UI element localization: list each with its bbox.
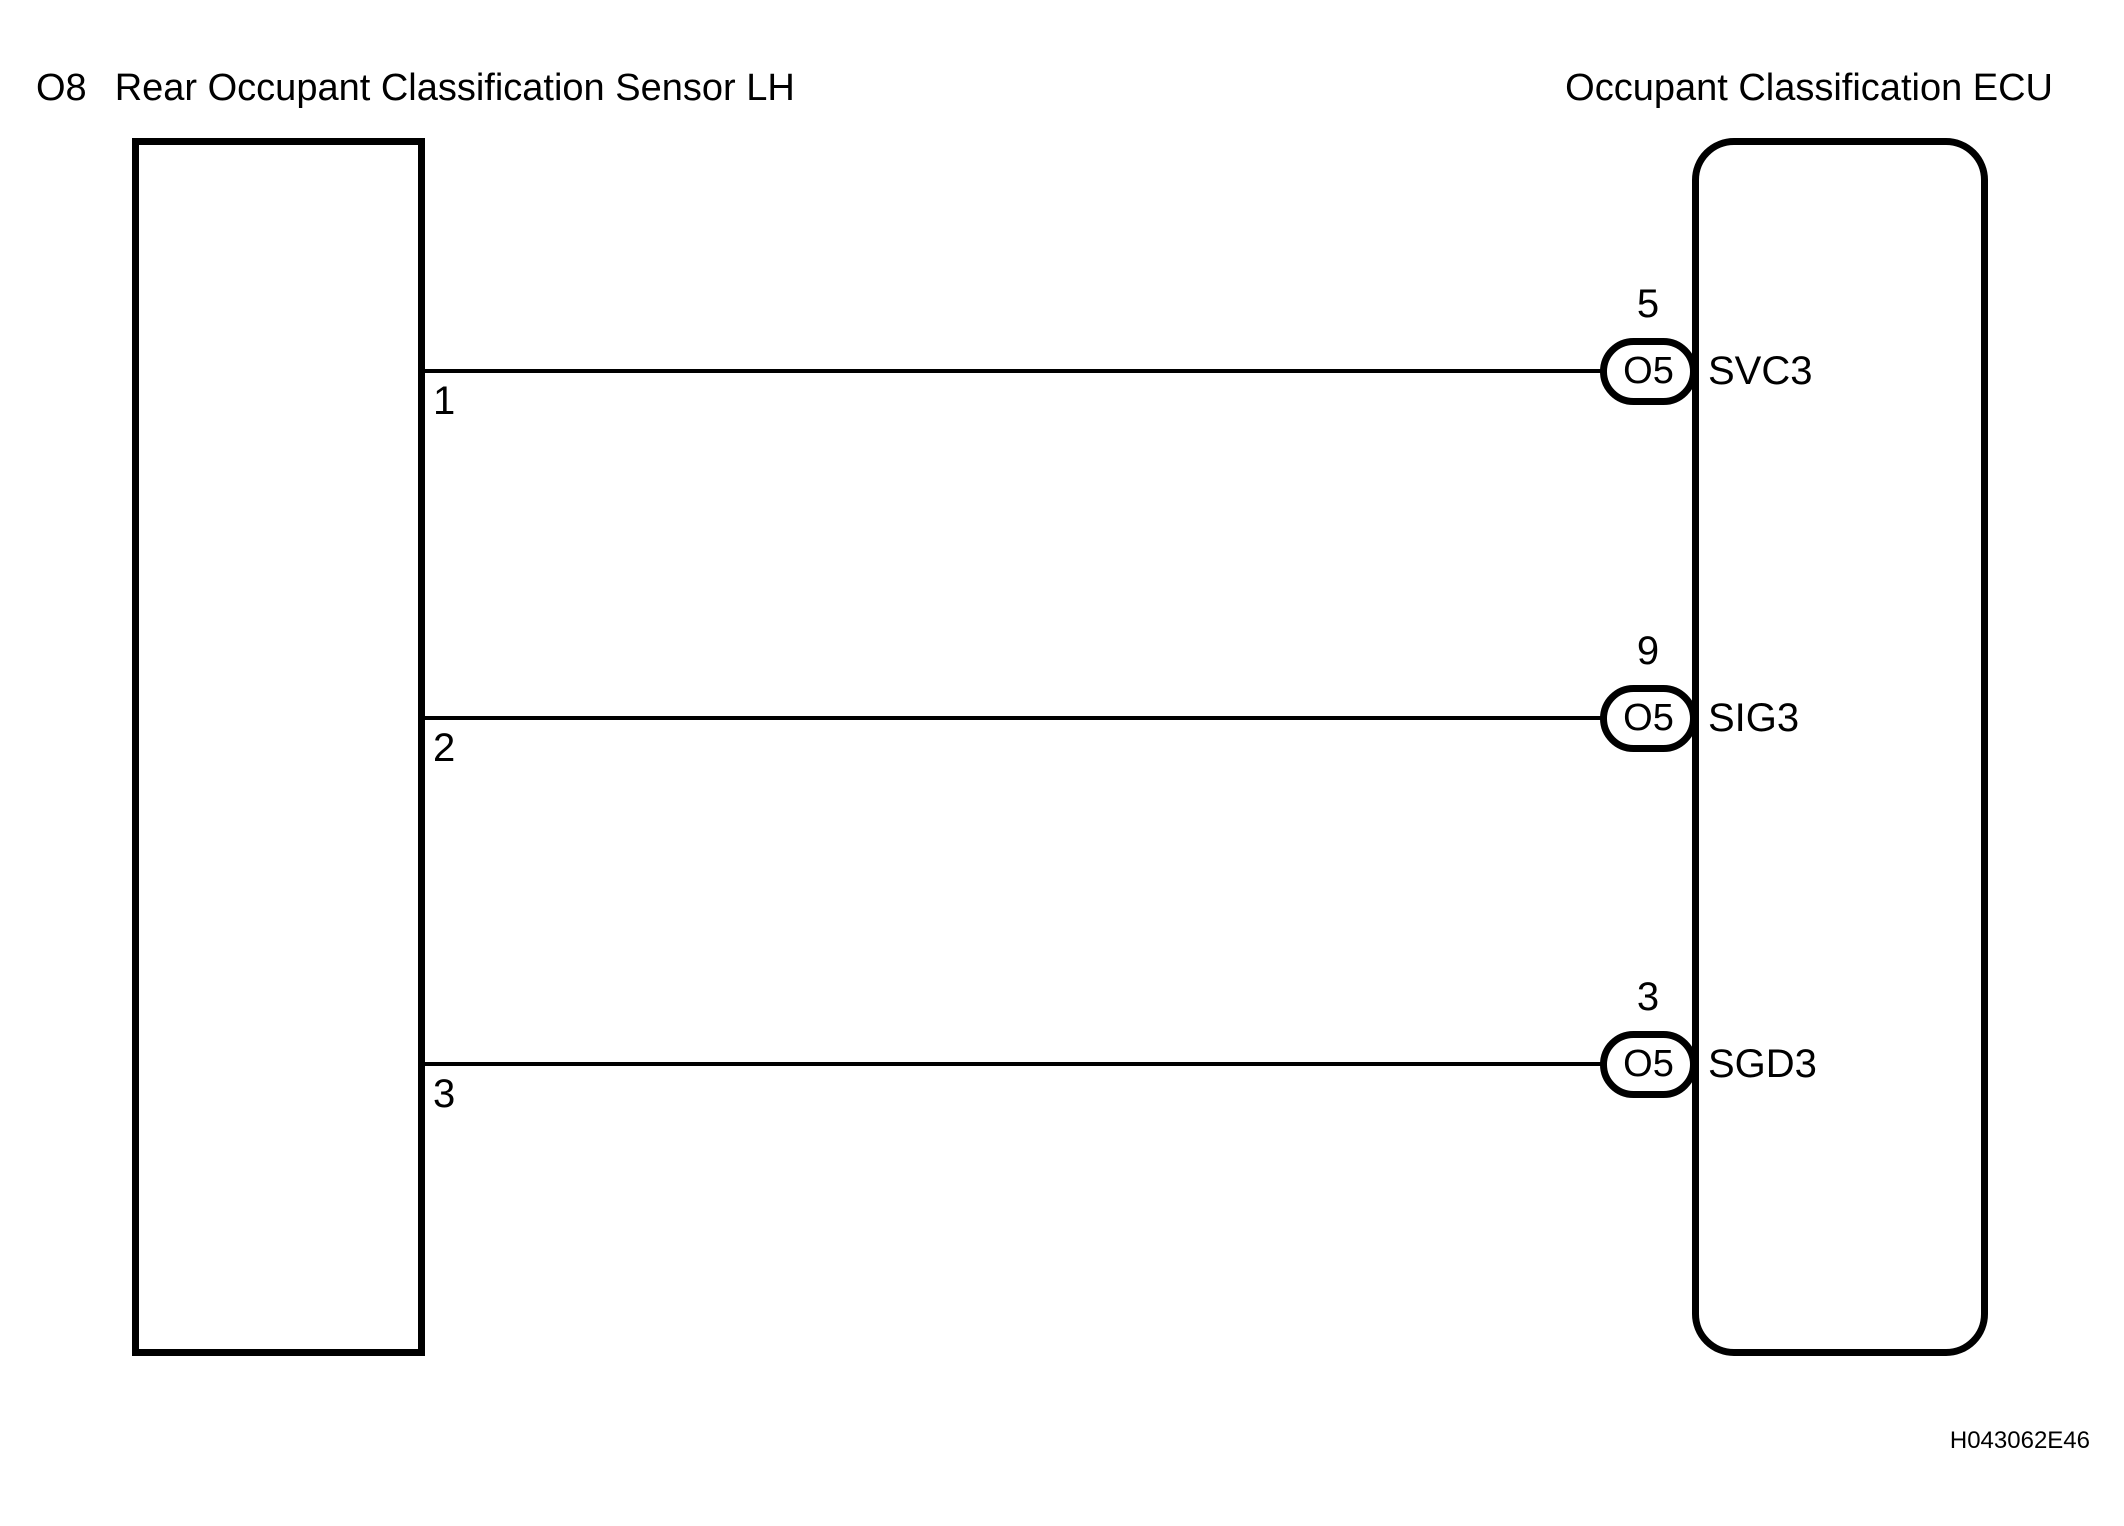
wire — [425, 369, 1606, 373]
wire — [425, 716, 1606, 720]
signal-label: SGD3 — [1708, 1042, 1817, 1086]
sensor-box — [132, 138, 425, 1356]
left-component-name: Rear Occupant Classification Sensor LH — [114, 67, 795, 109]
ecu-pin-number: 3 — [1636, 975, 1660, 1019]
ecu-pin-number: 9 — [1636, 629, 1660, 673]
signal-label: SVC3 — [1708, 349, 1813, 393]
connector-oval: O5 — [1600, 1031, 1697, 1098]
ecu-pin-number: 5 — [1636, 282, 1660, 326]
sensor-pin-number: 3 — [433, 1072, 456, 1116]
sensor-pin-number: 2 — [433, 726, 456, 770]
ecu-box — [1692, 138, 1988, 1356]
signal-label: SIG3 — [1708, 696, 1800, 740]
diagram-code: H043062E46 — [1949, 1427, 2090, 1454]
connector-oval: O5 — [1600, 338, 1697, 405]
left-component-title: O8 Rear Occupant Classification Sensor L… — [36, 68, 795, 108]
connector-oval: O5 — [1600, 685, 1697, 752]
right-component-title: Occupant Classification ECU — [1565, 67, 2053, 109]
sensor-pin-number: 1 — [433, 379, 456, 423]
left-component-id: O8 — [36, 67, 87, 109]
wire — [425, 1062, 1606, 1066]
